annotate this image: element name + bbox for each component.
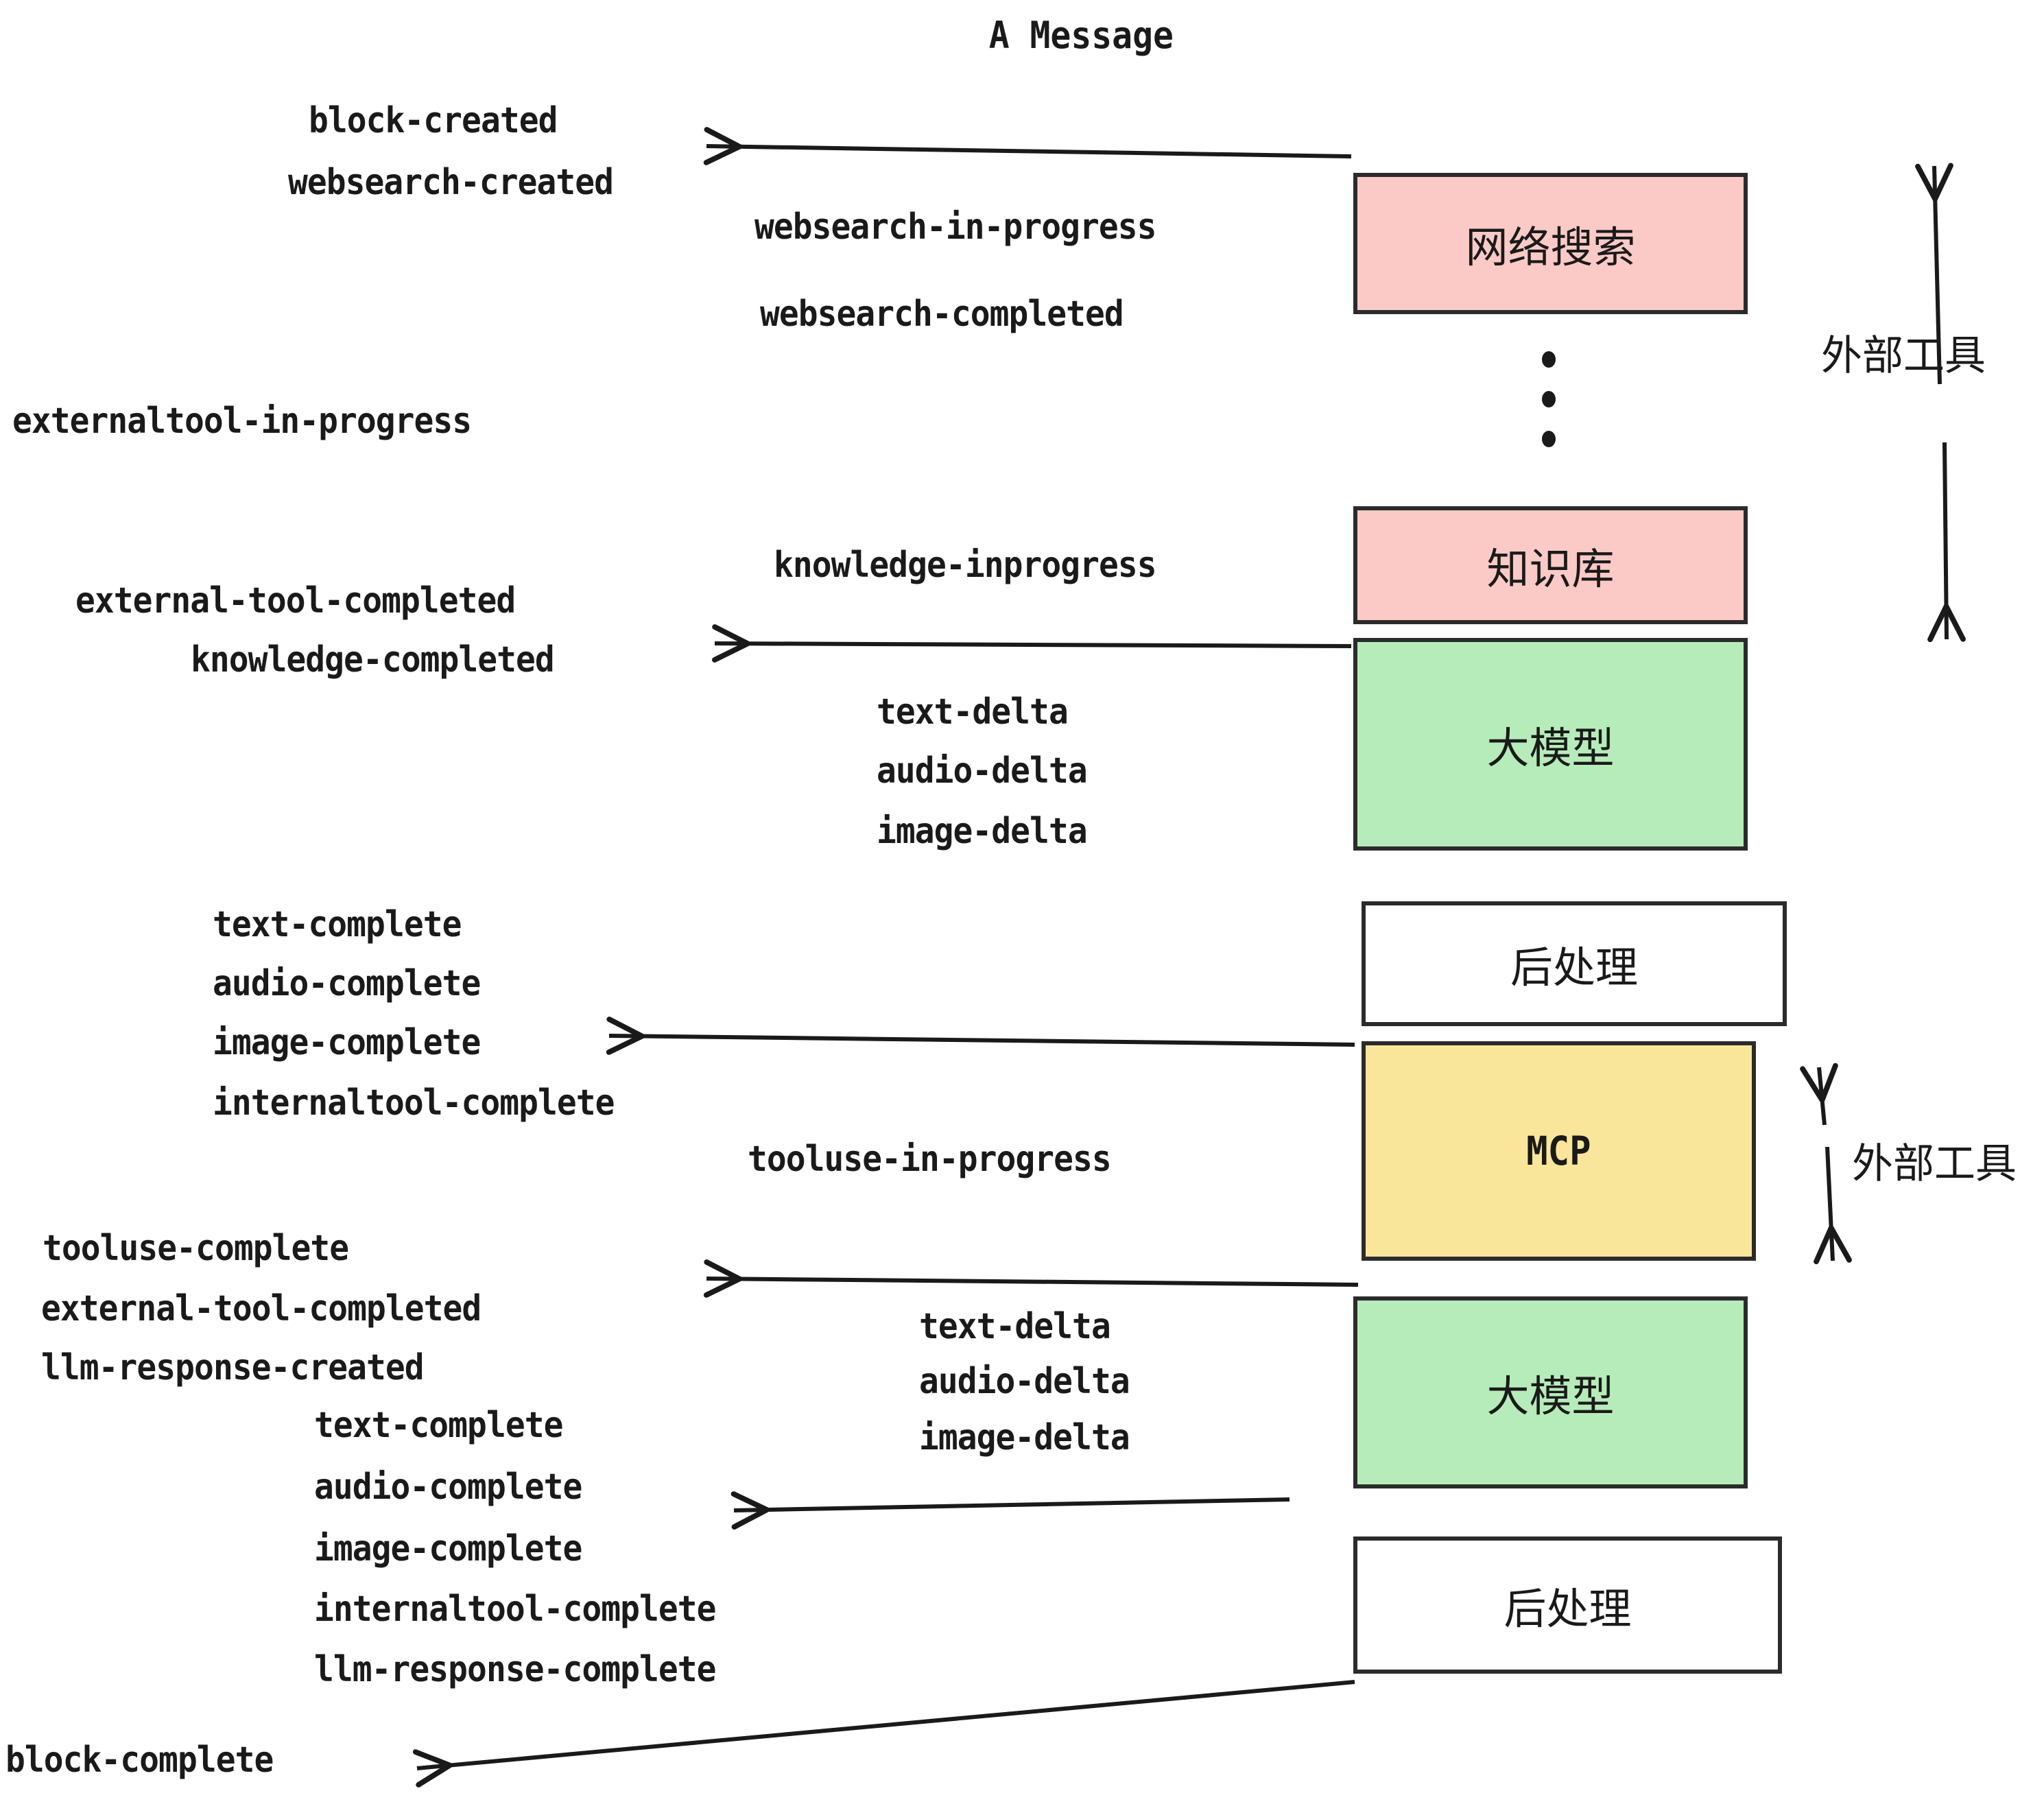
box-websearch[interactable]: 网络搜索 [1353,173,1748,314]
label-image-delta-first: image-delta [877,811,1088,852]
label-external-tool-completed-first: external-tool-completed [75,580,516,621]
label-text-complete-first: text-complete [213,904,462,945]
box-llm-first-label: 大模型 [1486,723,1615,773]
label-llm-response-complete: llm-response-complete [314,1649,716,1690]
label-image-complete-first: image-complete [213,1022,481,1063]
diagram-title: A Message [988,14,1174,57]
label-audio-delta-first: audio-delta [877,750,1088,792]
external-tools-bottom-up-arrow [1800,1063,1838,1126]
label-externaltool-in-progress: externaltool-in-progress [12,401,472,442]
box-llm-second[interactable]: 大模型 [1353,1296,1748,1488]
external-tools-bottom-down-arrow [1814,1146,1852,1265]
box-postprocess-first-label: 后处理 [1510,942,1638,993]
arrow-websearch-to-blockcreated [703,127,1352,165]
label-image-complete-second: image-complete [314,1528,582,1569]
arrow-mcp-to-tooluse-complete [703,1259,1359,1298]
label-audio-complete-second: audio-complete [314,1467,582,1508]
arrow-llm-to-image-complete [606,1017,1355,1055]
label-external-tool-completed-second: external-tool-completed [41,1288,482,1329]
label-audio-delta-second: audio-delta [919,1361,1130,1402]
label-knowledge-inprogress: knowledge-inprogress [774,545,1157,586]
label-knowledge-completed: knowledge-completed [191,639,555,680]
box-websearch-label: 网络搜索 [1465,222,1636,272]
arrow-postprocess-to-block-complete [412,1680,1355,1788]
box-llm-first[interactable]: 大模型 [1353,638,1748,851]
external-tools-top-up-arrow [1915,163,1953,385]
label-block-created: block-created [309,100,558,141]
box-knowledge[interactable]: 知识库 [1353,506,1748,624]
label-websearch-in-progress: websearch-in-progress [754,206,1156,248]
external-tools-bottom-label: 外部工具 [1852,1140,2017,1188]
label-block-complete: block-complete [5,1740,274,1781]
label-websearch-completed: websearch-completed [760,294,1124,335]
label-internaltool-complete-second: internaltool-complete [314,1589,716,1630]
label-tooluse-complete: tooluse-complete [43,1228,349,1269]
label-image-delta-second: image-delta [919,1417,1130,1458]
label-tooluse-in-progress: tooluse-in-progress [748,1139,1112,1180]
external-tools-top-down-arrow [1927,442,1966,643]
box-mcp[interactable]: MCP [1362,1041,1756,1261]
label-text-complete-second: text-complete [314,1405,563,1446]
ellipsis-dot-2 [1542,391,1556,407]
label-internaltool-complete-first: internaltool-complete [213,1082,615,1124]
external-tools-top-label: 外部工具 [1821,332,1986,380]
ellipsis-dot-3 [1542,431,1556,447]
label-audio-complete-first: audio-complete [213,963,481,1004]
box-mcp-label: MCP [1526,1128,1591,1174]
label-websearch-created: websearch-created [288,162,614,203]
box-knowledge-label: 知识库 [1486,544,1615,594]
label-text-delta-second: text-delta [919,1306,1111,1347]
box-postprocess-second[interactable]: 后处理 [1353,1536,1782,1674]
box-postprocess-second-label: 后处理 [1504,1584,1632,1634]
arrow-knowledge-to-completed [711,624,1352,663]
arrow-llm2-to-audio-complete [730,1491,1290,1530]
label-text-delta-first: text-delta [877,691,1069,733]
label-llm-response-created: llm-response-created [41,1347,425,1388]
box-postprocess-first[interactable]: 后处理 [1362,901,1787,1026]
box-llm-second-label: 大模型 [1486,1371,1615,1421]
ellipsis-dot-1 [1542,351,1556,368]
